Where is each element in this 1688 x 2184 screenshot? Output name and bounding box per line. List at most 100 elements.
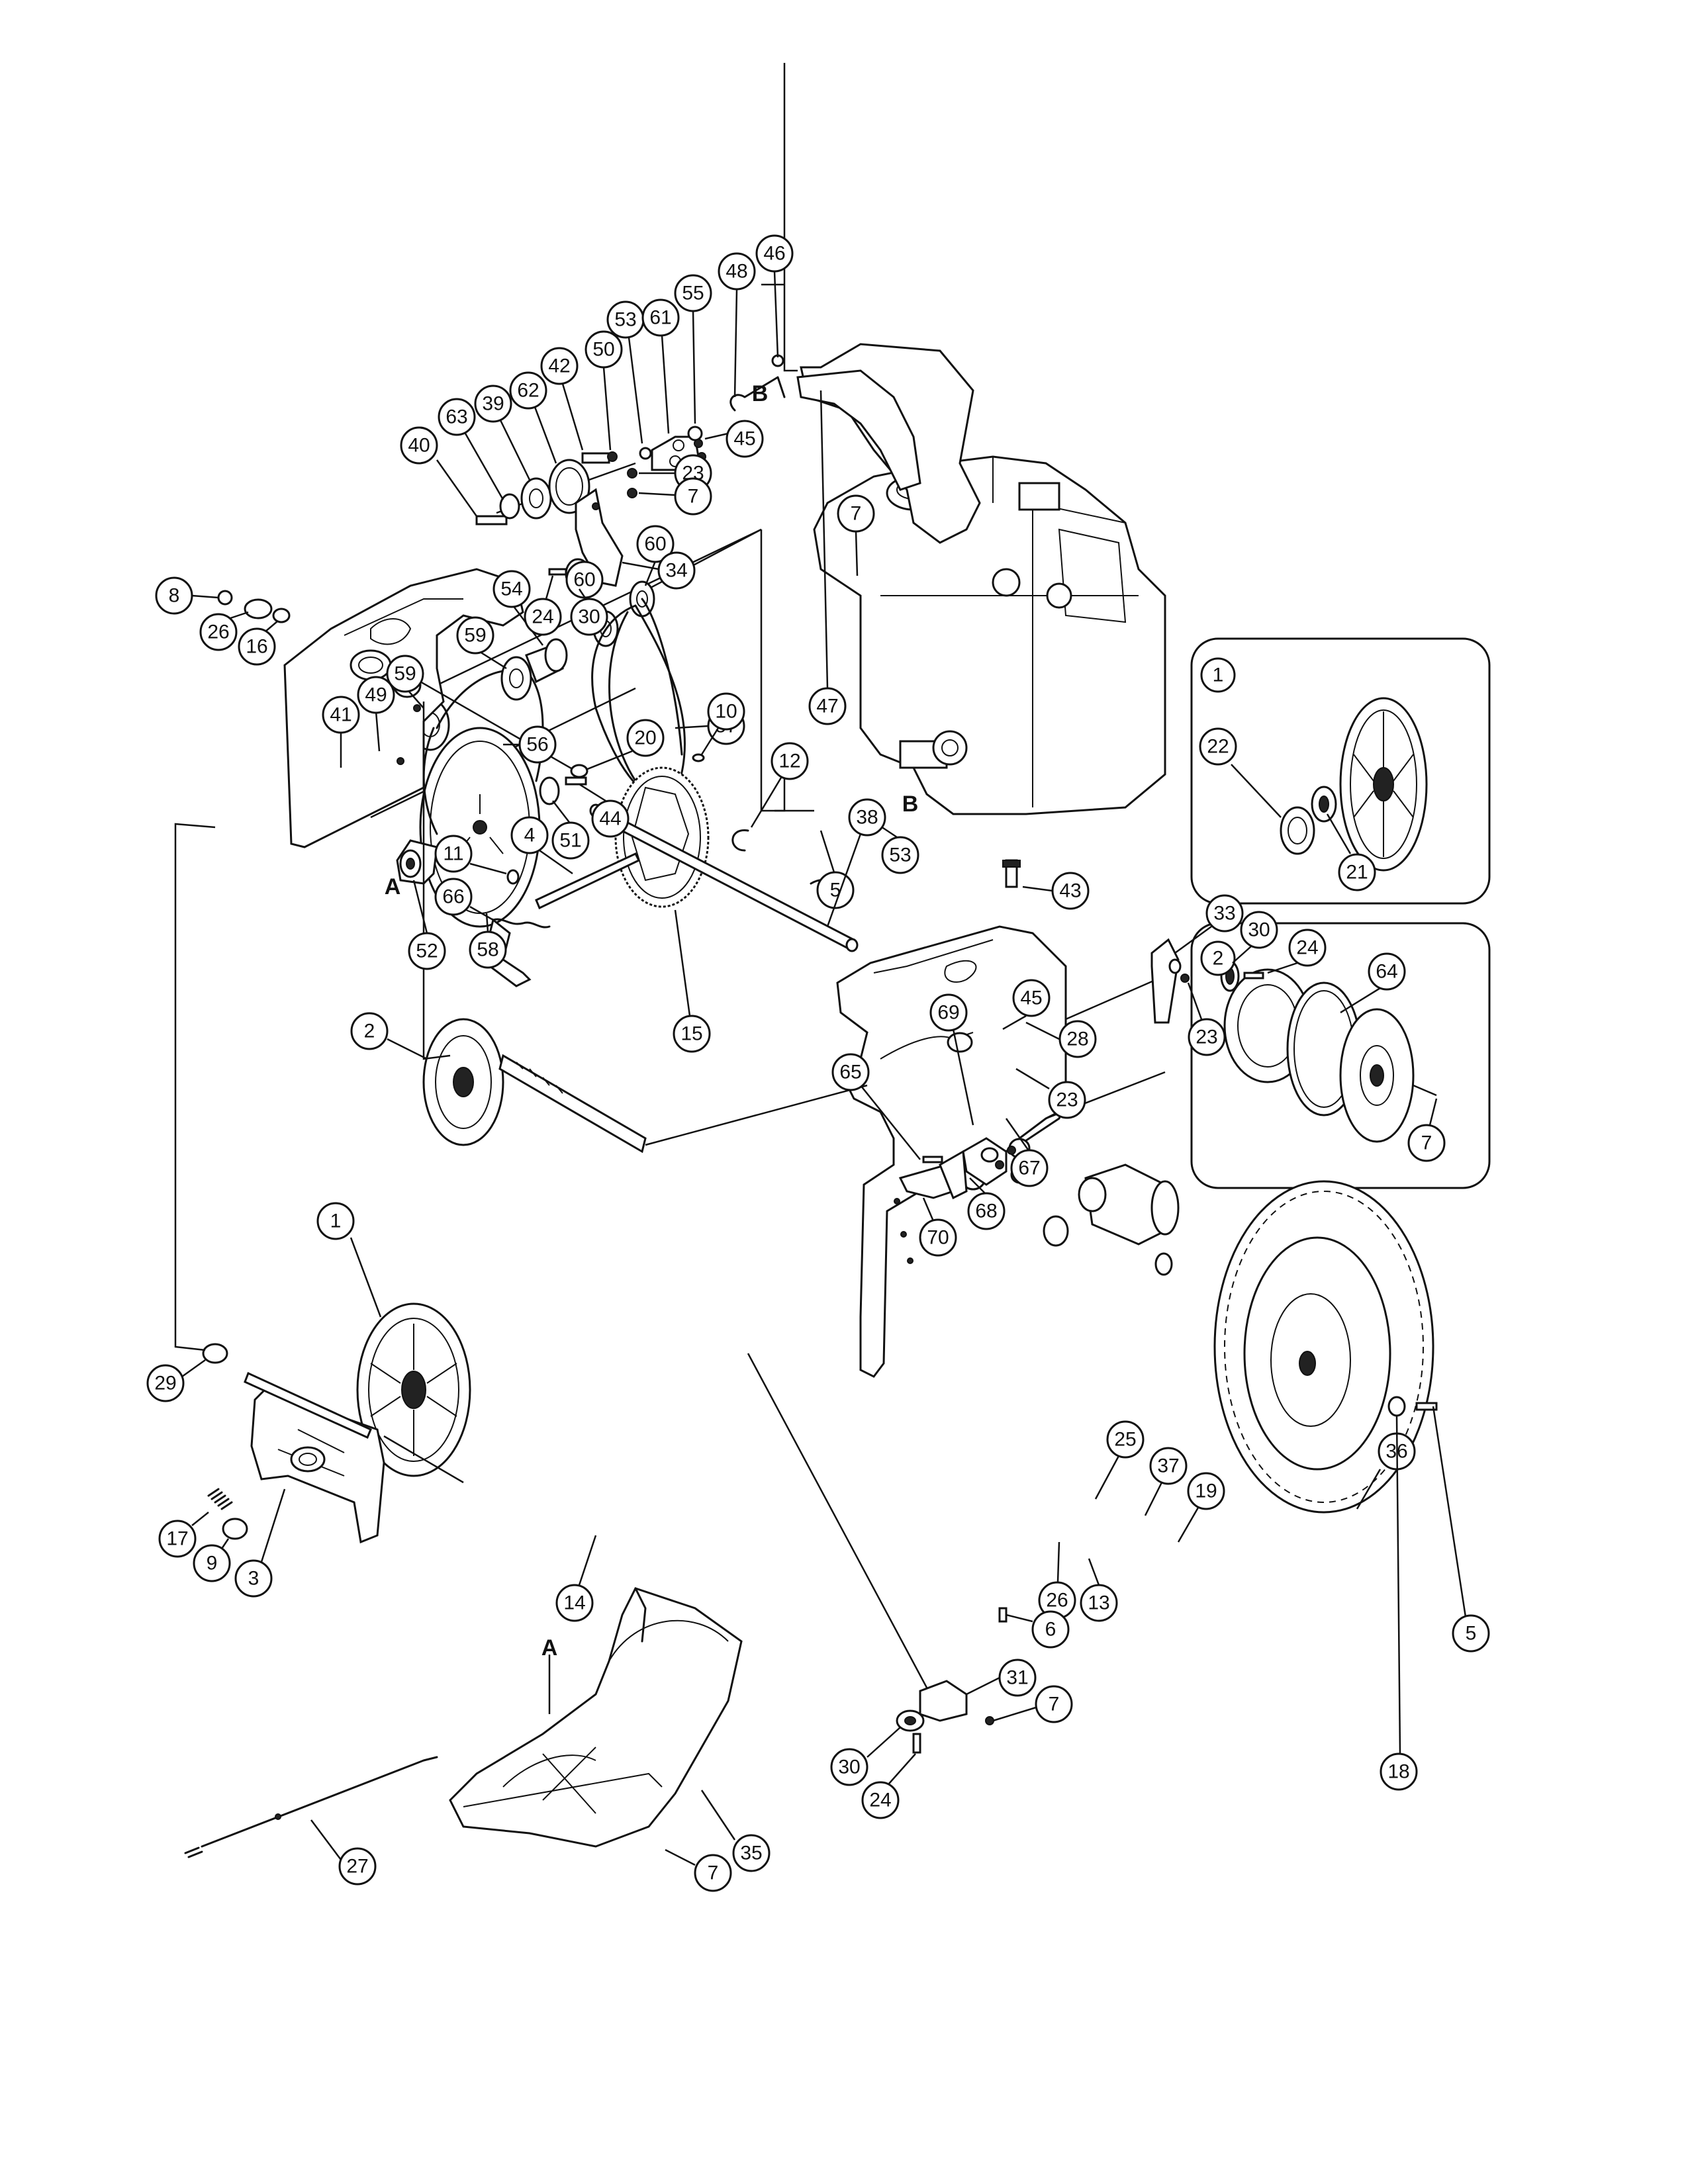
svg-text:7: 7 [708,1862,719,1884]
callout-17: 17 [158,1512,209,1558]
callout-56: 56 [503,725,557,764]
svg-text:13: 13 [1088,1592,1109,1614]
svg-text:2: 2 [1213,948,1224,970]
callout-5-bottom: 5 [1432,1406,1490,1653]
callout-7-engine: 7 [837,494,875,576]
svg-text:30: 30 [578,606,600,628]
callout-43: 43 [1022,872,1090,910]
callout-13: 13 [1080,1558,1118,1622]
reference-letters: B B A A [385,381,919,1661]
svg-text:16: 16 [246,636,267,658]
callout-39: 39 [474,385,531,480]
callout-38: 38 [826,798,886,927]
svg-text:21: 21 [1346,862,1368,884]
control-bracket [898,1111,1060,1200]
wheel-assembly [1043,1163,1438,1514]
callout-24-c: 24 [861,1753,916,1819]
svg-text:38: 38 [856,807,878,829]
callout-69: 69 [929,993,974,1126]
callout-14: 14 [555,1535,597,1622]
callout-62: 62 [509,371,557,464]
svg-text:27: 27 [346,1856,368,1878]
svg-text:48: 48 [726,261,747,283]
svg-text:23: 23 [1056,1089,1078,1111]
callout-7-a: 7 [638,477,712,516]
lower-bracket [747,1353,1008,1754]
callout-27: 27 [310,1819,377,1886]
callout-4: 4 [510,816,573,875]
svg-text:29: 29 [154,1373,176,1394]
svg-text:43: 43 [1059,880,1081,902]
callout-48: 48 [718,252,756,398]
svg-text:31: 31 [1006,1667,1028,1689]
callout-18: 18 [1380,1416,1418,1791]
svg-text:7: 7 [1421,1132,1432,1154]
callout-44: 44 [579,783,630,838]
callout-70: 70 [919,1197,957,1257]
callout-28: 28 [1025,1020,1097,1058]
callout-59-left: 59 [386,655,424,709]
callout-31: 31 [966,1659,1037,1697]
svg-text:14: 14 [563,1592,585,1614]
svg-text:1: 1 [1213,664,1224,686]
svg-text:69: 69 [937,1002,959,1024]
svg-text:49: 49 [365,684,387,706]
inset-1-frame [1190,637,1491,905]
svg-text:63: 63 [445,406,467,428]
callout-3: 3 [234,1488,286,1598]
svg-text:5: 5 [1466,1623,1477,1645]
callout-47: 47 [808,390,847,725]
engine-drawing [796,343,1166,888]
inset-1 [1190,637,1491,905]
svg-text:39: 39 [482,393,504,415]
svg-text:24: 24 [1296,937,1318,959]
callout-53-b: 53 [876,823,919,874]
svg-text:3: 3 [248,1568,259,1590]
svg-text:55: 55 [682,283,704,304]
svg-text:59: 59 [394,663,416,685]
right-frame [836,925,1264,1378]
svg-text:53: 53 [614,309,636,331]
svg-text:15: 15 [680,1023,702,1045]
callout-7-b: 7 [992,1685,1073,1723]
callout-66: 66 [434,878,494,921]
callout-15: 15 [673,909,711,1053]
svg-text:30: 30 [1248,919,1270,941]
callout-21: 21 [1326,813,1376,891]
svg-text:70: 70 [927,1227,949,1249]
callout-7-inset: 7 [1407,1098,1446,1162]
callout-19: 19 [1177,1472,1225,1543]
callout-7-c: 7 [665,1848,732,1892]
callout-9: 9 [193,1538,231,1582]
callout-50: 50 [585,330,623,451]
svg-text:67: 67 [1018,1158,1040,1179]
svg-text:7: 7 [1049,1694,1060,1715]
svg-text:42: 42 [548,355,570,377]
callout-59-center: 59 [456,616,507,670]
callout-65: 65 [831,1053,921,1160]
svg-text:23: 23 [1196,1026,1217,1048]
svg-text:2: 2 [364,1021,375,1042]
cable [184,1756,438,1858]
svg-text:33: 33 [1213,903,1235,925]
svg-text:17: 17 [166,1528,188,1550]
svg-text:22: 22 [1207,736,1229,758]
callout-2: 2 [350,1012,428,1060]
svg-text:34: 34 [665,560,687,582]
callout-55: 55 [674,274,712,424]
callout-16: 16 [238,620,279,666]
callout-1: 1 [316,1202,382,1318]
svg-text:53: 53 [889,844,911,866]
svg-text:7: 7 [851,503,862,525]
callout-52: 52 [408,880,446,970]
svg-text:46: 46 [763,243,785,265]
callout-29: 29 [146,1359,206,1402]
svg-text:60: 60 [573,569,595,591]
callout-25: 25 [1094,1420,1145,1500]
svg-text:51: 51 [559,830,581,852]
callout-40: 40 [400,426,478,517]
callout-53: 53 [606,300,645,444]
callout-30-b: 30 [1232,911,1278,964]
ref-letter-b-top: B [752,381,769,406]
